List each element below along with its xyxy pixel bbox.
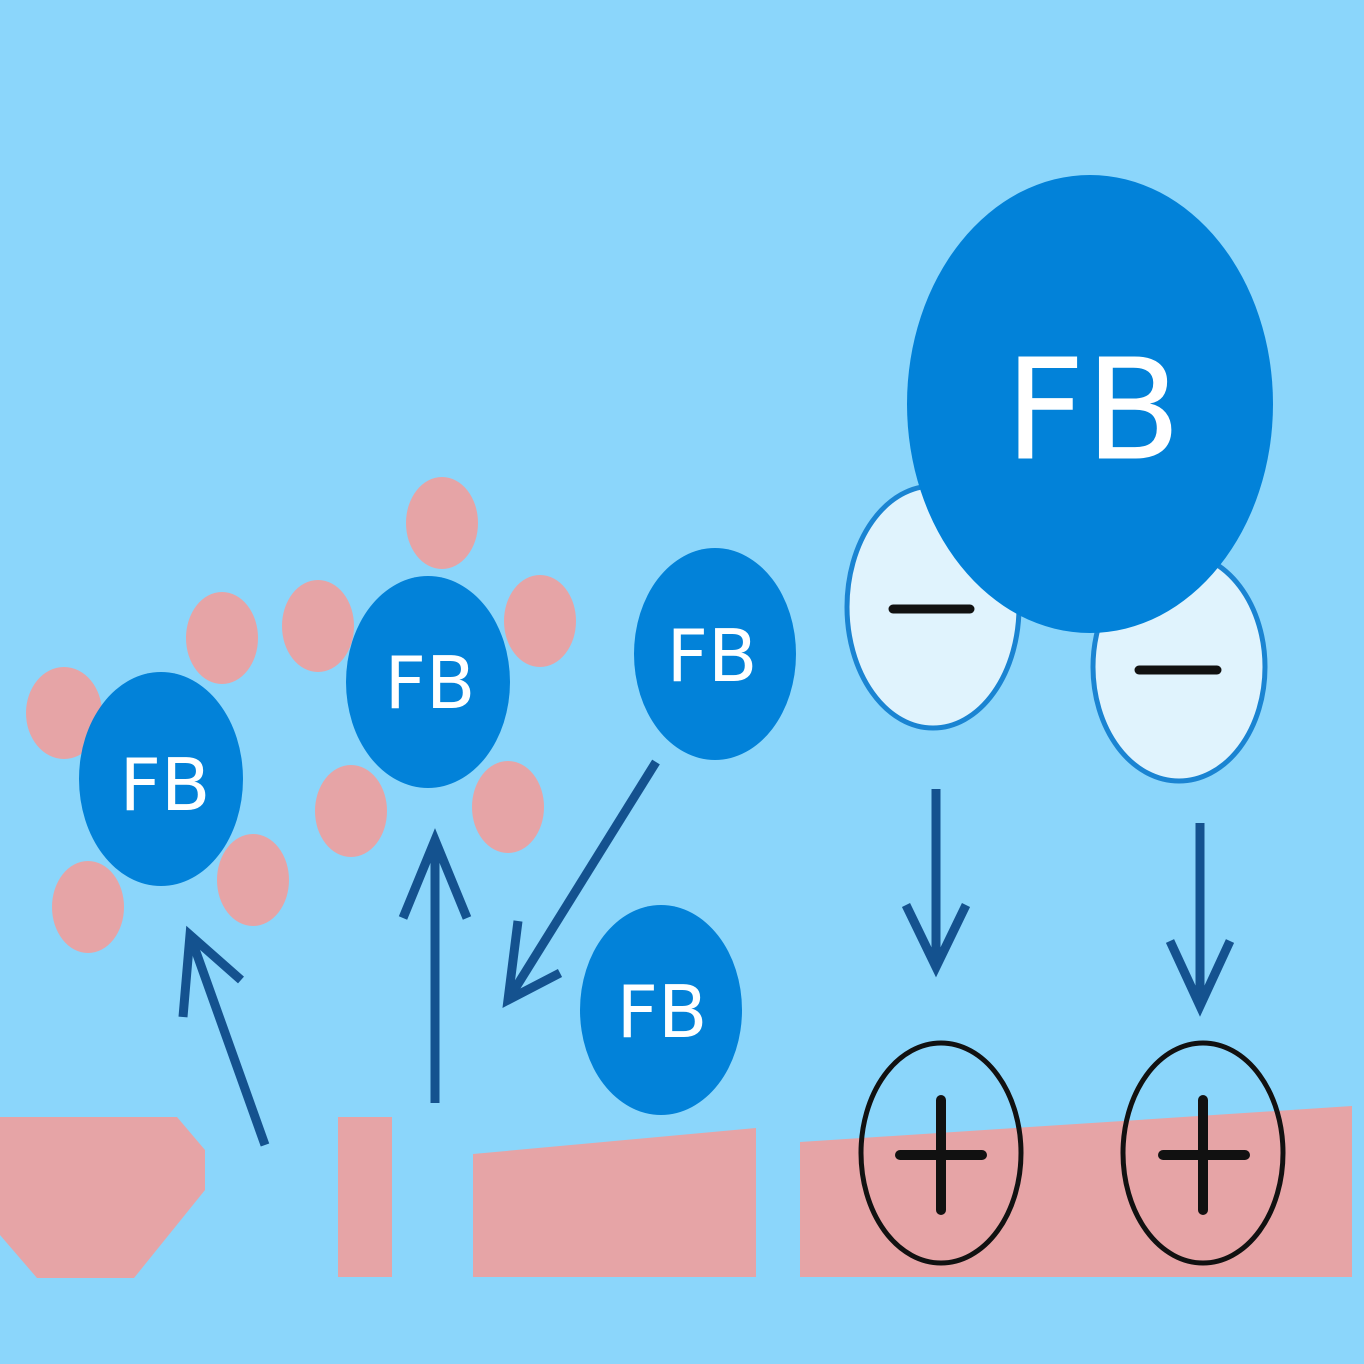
pink-particle [282,580,354,672]
pink-particle [504,575,576,667]
fb-label: FB [617,970,708,1054]
fb-label: FB [120,743,211,827]
adsorbed-protein-particles [26,477,576,953]
pink-particle [315,765,387,857]
substrate-block-3 [473,1128,756,1277]
arrow-down-left [901,789,971,978]
fb-molecule-large: FB [907,175,1273,633]
substrate-block-1 [0,1117,205,1278]
substrate-block-2 [338,1117,392,1277]
arrow-down-right [1165,823,1235,1017]
fb-label: FB [385,641,476,725]
fb-molecule-free-upper: FB [634,548,796,760]
positive-charge-left: + [858,1040,1024,1266]
fb-molecule-left: FB [79,672,243,886]
positive-charge-sites: + + [858,1040,1286,1266]
arrow-down-diagonal [502,759,660,1008]
arrow-up-vertical [398,828,472,1103]
fb-label: FB [1005,330,1182,493]
pink-particle [26,667,102,759]
pink-particle [217,834,289,926]
fb-molecules: FB FB FB FB FB [79,175,1273,1115]
arrow-up-diagonal [178,925,270,1147]
pink-particle [52,861,124,953]
pink-particle [406,477,478,569]
fb-label: FB [667,614,758,698]
pink-particle [472,761,544,853]
fb-molecule-free-lower: FB [580,905,742,1115]
arrows [178,759,1235,1147]
substrate-block-4 [800,1106,1352,1277]
fb-molecule-center: FB [346,576,510,788]
substrate-surface [0,1106,1352,1278]
pink-particle [186,592,258,684]
positive-charge-right: + [1120,1040,1286,1266]
